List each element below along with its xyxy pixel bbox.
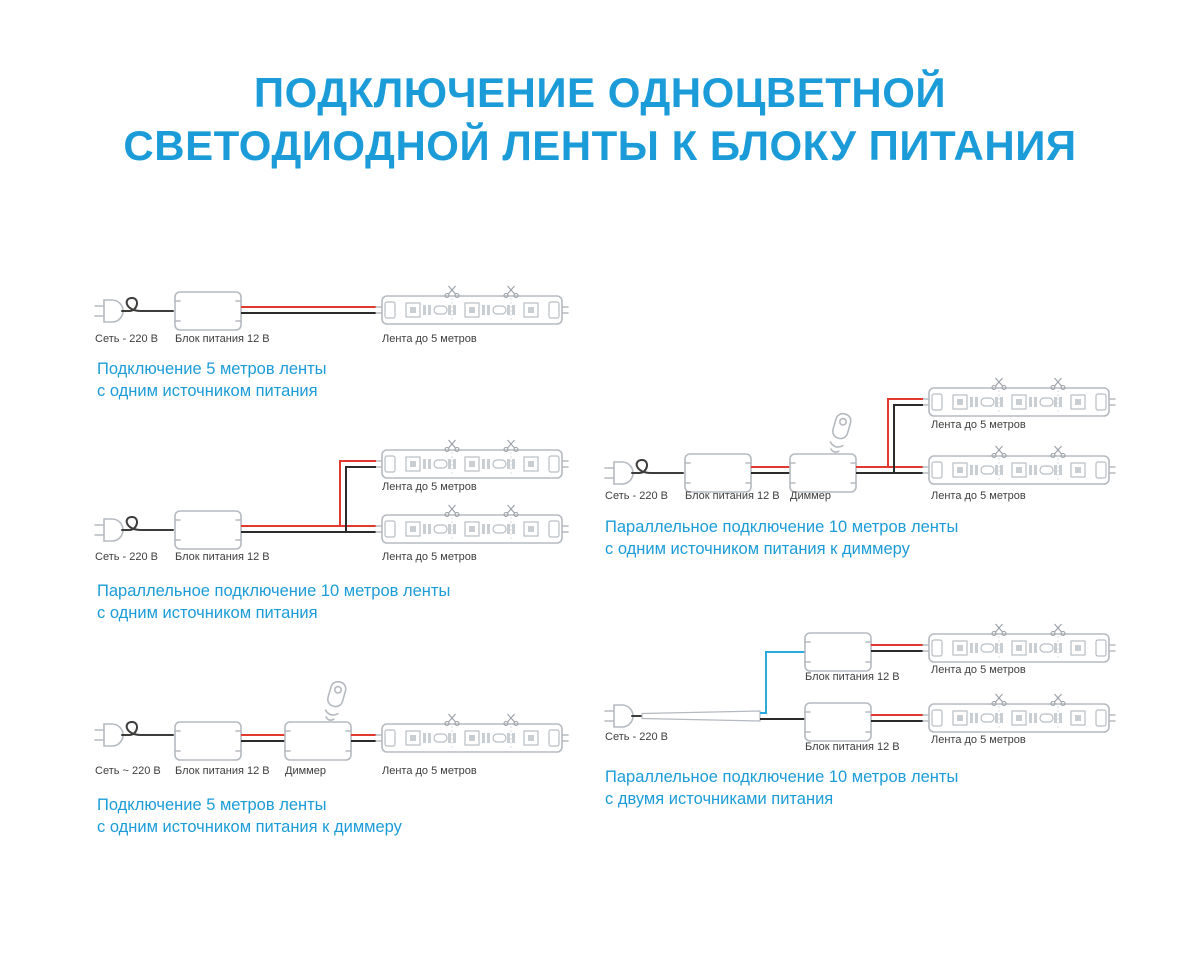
- page-title-line2: СВЕТОДИОДНОЙ ЛЕНТЫ К БЛОКУ ПИТАНИЯ: [123, 122, 1077, 169]
- caption-line: Параллельное подключение 10 метров ленты: [605, 768, 959, 786]
- caption-line: с одним источником питания: [97, 604, 318, 622]
- remote-icon: [826, 411, 854, 455]
- diagram-5-two-psu: Лента до 5 метров Блок питания 12 В Сеть…: [604, 618, 1140, 753]
- psu-label: Блок питания 12 В: [685, 490, 780, 502]
- led-strip: [923, 378, 1115, 416]
- wire-red-branch: [339, 460, 376, 526]
- psu-label: Блок питания 12 В: [175, 333, 270, 345]
- psu-label: Блок питания 12 В: [175, 765, 270, 777]
- diagram-5-caption: Параллельное подключение 10 метров ленты…: [605, 766, 958, 810]
- diagram-2-parallel-one-psu: Лента до 5 метров Сеть - 220 В Блок пита…: [94, 438, 570, 563]
- wire-blue: [760, 651, 805, 714]
- page-title: ПОДКЛЮЧЕНИЕ ОДНОЦВЕТНОЙ СВЕТОДИОДНОЙ ЛЕН…: [0, 66, 1200, 172]
- wire-black-branch: [893, 404, 923, 473]
- remote-icon: [321, 679, 349, 723]
- plug-icon: [604, 704, 644, 728]
- strip-label: Лента до 5 метров: [931, 734, 1026, 746]
- strip-label: Лента до 5 метров: [382, 551, 477, 563]
- dimmer-label: Диммер: [790, 490, 831, 502]
- caption-line: с одним источником питания: [97, 382, 318, 400]
- led-strip: [923, 694, 1115, 732]
- strip-label: Лента до 5 метров: [931, 419, 1026, 431]
- mains-label: Сеть ~ 220 В: [95, 765, 161, 777]
- caption-line: Параллельное подключение 10 метров ленты: [97, 582, 451, 600]
- psu-label: Блок питания 12 В: [175, 551, 270, 563]
- led-strip: [923, 446, 1115, 484]
- diagram-1-caption: Подключение 5 метров ленты с одним источ…: [97, 358, 327, 402]
- caption-line: Подключение 5 метров ленты: [97, 360, 327, 378]
- led-strip: [376, 286, 568, 324]
- caption-line: с одним источником питания к диммеру: [97, 818, 402, 836]
- dimmer-box: [284, 721, 352, 761]
- page-title-line1: ПОДКЛЮЧЕНИЕ ОДНОЦВЕТНОЙ: [253, 69, 947, 116]
- mains-cable: [641, 710, 761, 722]
- led-strip: [923, 624, 1115, 662]
- power-supply-box: [684, 453, 752, 493]
- strip-label: Лента до 5 метров: [382, 765, 477, 777]
- plug-icon: [94, 721, 174, 747]
- diagram-4-parallel-dimmer: Лента до 5 метров Сеть - 220 В Блок пита…: [604, 375, 1140, 502]
- diagram-2-caption: Параллельное подключение 10 метров ленты…: [97, 580, 450, 624]
- power-supply-box: [804, 632, 872, 672]
- diagram-3-dimmer: Сеть ~ 220 В Блок питания 12 В Диммер Ле…: [94, 679, 570, 777]
- wire-black-branch: [345, 466, 376, 532]
- dimmer-label: Диммер: [285, 765, 326, 777]
- diagram-4-caption: Параллельное подключение 10 метров ленты…: [605, 516, 958, 560]
- led-strip: [376, 714, 568, 752]
- caption-line: с двумя источниками питания: [605, 790, 834, 808]
- power-supply-box: [804, 702, 872, 742]
- dimmer-box: [789, 453, 857, 493]
- psu-label: Блок питания 12 В: [805, 671, 900, 683]
- caption-line: Параллельное подключение 10 метров ленты: [605, 518, 959, 536]
- power-supply-box: [174, 291, 242, 331]
- strip-label: Лента до 5 метров: [931, 664, 1026, 676]
- mains-label: Сеть - 220 В: [605, 731, 668, 743]
- caption-line: Подключение 5 метров ленты: [97, 796, 327, 814]
- caption-line: с одним источником питания к диммеру: [605, 540, 910, 558]
- psu-label: Блок питания 12 В: [805, 741, 900, 753]
- strip-label: Лента до 5 метров: [382, 333, 477, 345]
- plug-icon: [604, 459, 684, 485]
- power-supply-box: [174, 721, 242, 761]
- strip-label: Лента до 5 метров: [931, 490, 1026, 502]
- mains-label: Сеть - 220 В: [95, 333, 158, 345]
- led-strip: [376, 505, 568, 543]
- diagram-1-single-psu: Сеть - 220 В Блок питания 12 В Лента до …: [94, 282, 570, 345]
- led-strip: [376, 440, 568, 478]
- plug-icon: [94, 516, 174, 542]
- strip-label: Лента до 5 метров: [382, 481, 477, 493]
- wire-red-branch: [887, 398, 923, 467]
- power-supply-box: [174, 510, 242, 550]
- diagram-3-caption: Подключение 5 метров ленты с одним источ…: [97, 794, 402, 838]
- plug-icon: [94, 297, 174, 323]
- mains-label: Сеть - 220 В: [605, 490, 668, 502]
- mains-label: Сеть - 220 В: [95, 551, 158, 563]
